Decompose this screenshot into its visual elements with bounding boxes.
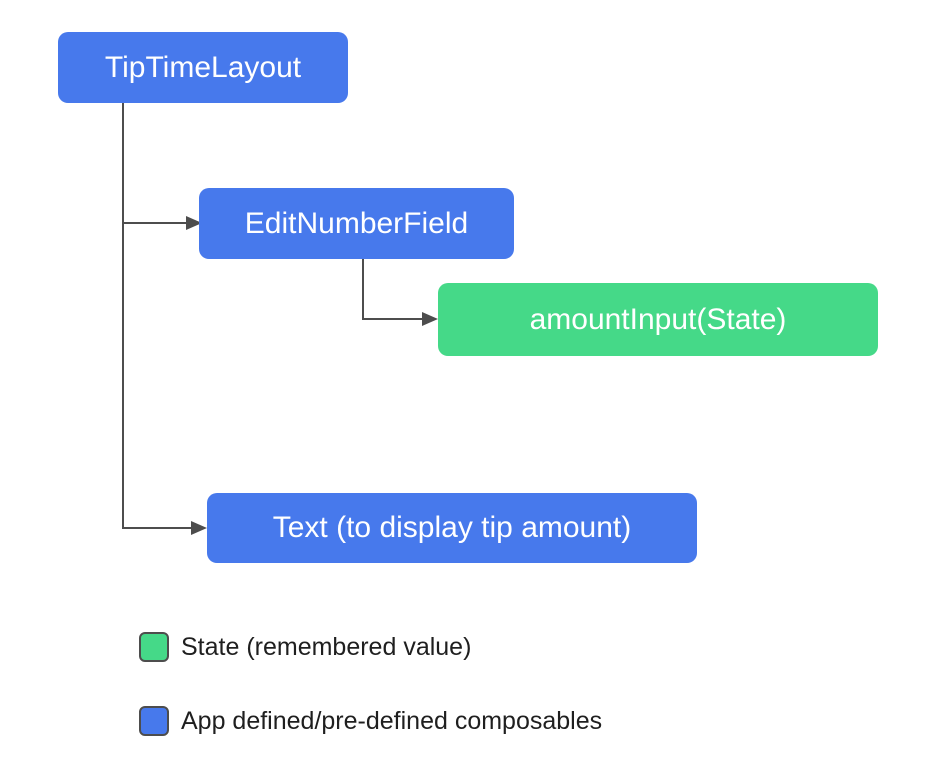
arrowhead-icon [191,521,207,535]
connector-trunk-vertical [122,103,124,529]
legend-swatch-blue [139,706,169,736]
legend-swatch-green [139,632,169,662]
connector-to-text [123,527,191,529]
node-tiptimelayout-label: TipTimeLayout [104,50,302,84]
node-amountinput-state-label: amountInput(State) [529,302,787,336]
connector-editnumberfield-vertical [362,259,364,320]
node-text-display: Text (to display tip amount) [207,493,697,563]
arrowhead-icon [422,312,438,326]
node-text-display-label: Text (to display tip amount) [272,511,632,544]
node-amountinput-state: amountInput(State) [438,283,878,356]
connector-to-amountinput [362,318,422,320]
node-editnumberfield-label: EditNumberField [244,206,469,240]
legend-label-state: State (remembered value) [181,632,472,661]
legend-label-composables: App defined/pre-defined composables [181,706,603,735]
connector-to-editnumberfield [123,222,186,224]
node-tiptimelayout: TipTimeLayout [58,32,348,103]
legend-item-composables: App defined/pre-defined composables [139,704,602,738]
arrowhead-icon [186,216,202,230]
node-editnumberfield: EditNumberField [199,188,514,259]
legend-item-state: State (remembered value) [139,630,471,664]
